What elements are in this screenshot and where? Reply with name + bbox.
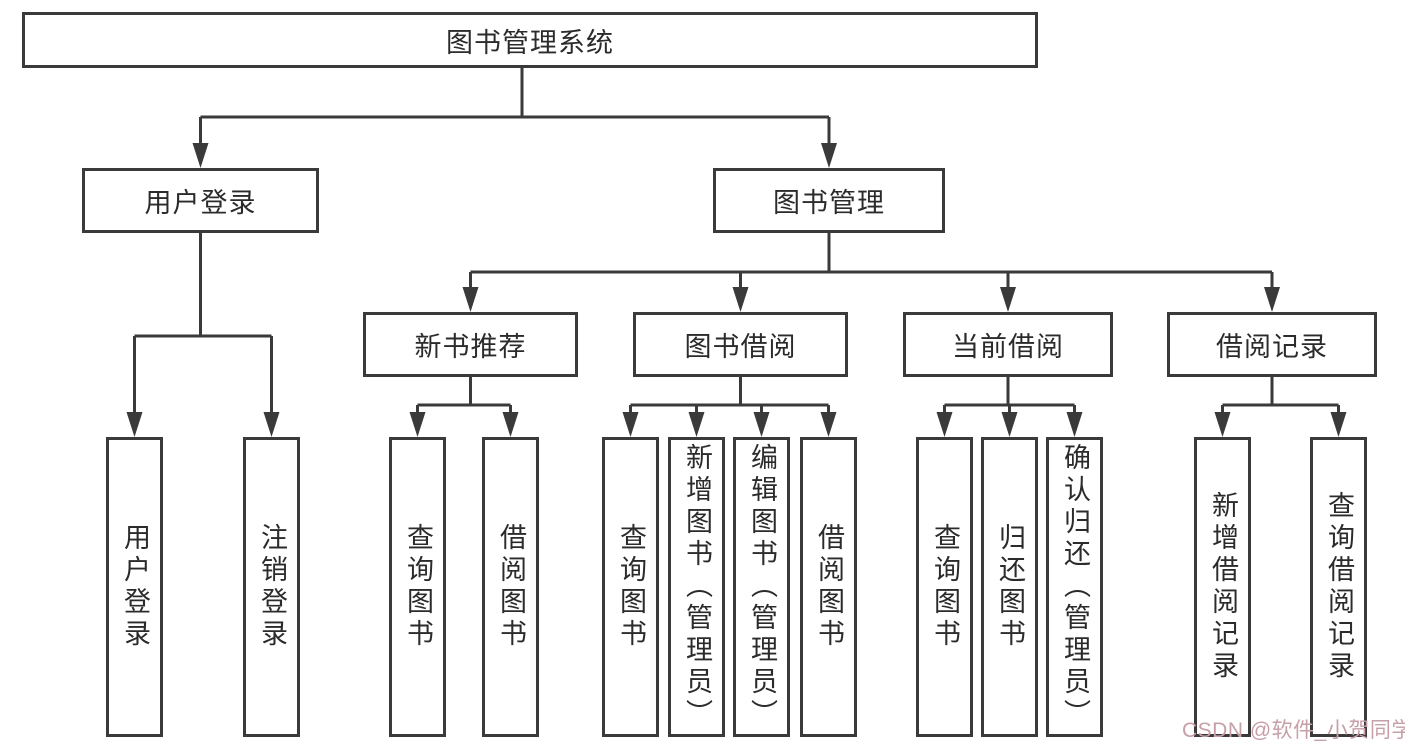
- node-label: 借阅记录: [1216, 332, 1328, 362]
- node-label: 图书借阅: [684, 332, 797, 362]
- leaf-query-books-recommend: 查询图书: [389, 437, 446, 737]
- node-borrowing-records: 借阅记录: [1167, 312, 1377, 377]
- leaf-borrow-books: 借阅图书: [800, 437, 857, 737]
- node-label: 查询图书: [930, 523, 960, 651]
- node-label: 图书管理系统: [446, 27, 614, 58]
- leaf-confirm-return-admin: 确认归还（管理员）: [1046, 437, 1103, 737]
- node-label: 借阅图书: [496, 523, 526, 651]
- node-book-management-branch: 图书管理: [713, 168, 945, 233]
- node-label: 当前借阅: [952, 332, 1064, 362]
- node-label: 图书管理: [773, 188, 885, 218]
- leaf-return-book: 归还图书: [981, 437, 1038, 737]
- node-label: 用户登录: [144, 188, 257, 218]
- leaf-query-borrow-record: 查询借阅记录: [1310, 437, 1367, 737]
- node-label: 新增图书（管理员）: [682, 443, 712, 731]
- csdn-watermark: CSDN @软件_小贺同学: [1182, 719, 1405, 742]
- node-label: 查询图书: [616, 523, 646, 651]
- leaf-logout: 注销登录: [243, 437, 300, 737]
- leaf-edit-book-admin: 编辑图书（管理员）: [733, 437, 790, 737]
- leaf-query-books-current: 查询图书: [916, 437, 973, 737]
- node-label: 新增借阅记录: [1208, 491, 1238, 683]
- leaf-borrow-books-recommend: 借阅图书: [482, 437, 539, 737]
- node-label: 注销登录: [257, 523, 287, 651]
- leaf-add-borrow-record: 新增借阅记录: [1194, 437, 1251, 737]
- leaf-add-book-admin: 新增图书（管理员）: [668, 437, 725, 737]
- node-label: 新书推荐: [414, 332, 527, 362]
- node-label: 查询借阅记录: [1324, 491, 1354, 683]
- leaf-user-login: 用户登录: [106, 437, 163, 737]
- node-user-login-branch: 用户登录: [82, 168, 319, 233]
- node-label: 归还图书: [995, 523, 1025, 651]
- node-label: 确认归还（管理员）: [1060, 443, 1090, 731]
- node-label: 用户登录: [120, 523, 150, 651]
- node-new-book-recommendation: 新书推荐: [363, 312, 578, 377]
- node-library-management-system: 图书管理系统: [22, 12, 1038, 68]
- leaf-query-books-borrowing: 查询图书: [602, 437, 659, 737]
- node-label: 查询图书: [403, 523, 433, 651]
- node-book-borrowing: 图书借阅: [633, 312, 848, 377]
- node-label: 借阅图书: [814, 523, 844, 651]
- node-label: 编辑图书（管理员）: [747, 443, 777, 731]
- node-current-borrowing: 当前借阅: [903, 312, 1113, 377]
